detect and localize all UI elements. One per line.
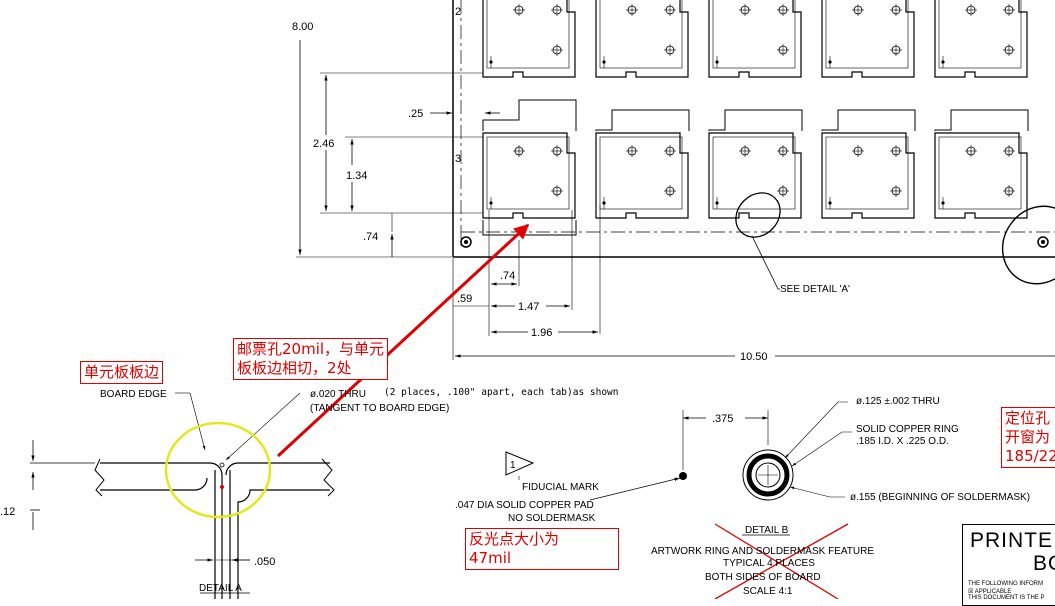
panel-outline [452, 0, 1055, 258]
dim-0-59: .59 [453, 293, 489, 307]
dim-2-46: 2.46 [313, 72, 483, 214]
fiducial-symbol: 1 [505, 410, 687, 501]
annotation-board-edge: 单元板板边 [80, 361, 164, 384]
title-block-small1: THE FOLLOWING INFORM [968, 581, 1043, 587]
dim-0-375-label: .375 [712, 413, 733, 425]
see-detail-a-label: SEE DETAIL 'A' [780, 284, 850, 295]
detail-b-thru: ø.125 ±.002 THRU [856, 396, 940, 407]
locating-hole-right [1001, 205, 1055, 285]
dim-0-12-label: .12 [0, 506, 15, 518]
annotation-arrow [276, 223, 530, 458]
detail-b-drawing [683, 401, 852, 599]
svg-text:1.96: 1.96 [531, 327, 552, 339]
dim-0-25: .25 [408, 108, 500, 120]
detail-b-soldermask: ø.155 (BEGINNING OF SOLDERMASK) [850, 492, 1030, 503]
dim-0-050-label: .050 [254, 556, 275, 568]
dim-8-00: 8.00 [292, 21, 452, 258]
svg-text:1.47: 1.47 [518, 301, 539, 313]
detail-b-note3: BOTH SIDES OF BOARD [705, 572, 821, 583]
dim-1-47: 1.47 [491, 210, 573, 313]
row-label-3: 3 [455, 153, 461, 165]
dim-10-50: 10.50 [452, 258, 1055, 363]
detail-b-ring2: .185 I.D. X .225 O.D. [856, 436, 949, 447]
detail-b-note2: TYPICAL 4 PLACES [723, 558, 815, 569]
thru-note-line2: (TANGENT TO BOARD EDGE) [310, 403, 449, 414]
title-block-small2: ☒ APPLICABLE [968, 589, 1012, 595]
highlight-circle [164, 421, 272, 519]
locating-hole-left [460, 236, 472, 248]
detail-b-title: DETAIL B [745, 525, 789, 536]
thru-note-line1b: (2 places, .100" apart, each tab)as show… [384, 387, 619, 398]
svg-text:10.50: 10.50 [740, 351, 768, 363]
svg-text:.74: .74 [363, 231, 378, 243]
svg-text:8.00: 8.00 [292, 21, 313, 33]
svg-text:.59: .59 [457, 293, 472, 305]
title-block: PRINTE BO THE FOLLOWING INFORM ☒ APPLICA… [962, 524, 1055, 606]
row-label-2: 2 [455, 6, 461, 18]
dim-1-96: 1.96 [491, 205, 601, 339]
svg-text:.74: .74 [500, 270, 515, 282]
dim-1-34: 1.34 [345, 136, 483, 211]
svg-text:2.46: 2.46 [313, 138, 334, 150]
board-edge-label: BOARD EDGE [100, 389, 167, 400]
fiducial-label: FIDUCIAL MARK [522, 482, 599, 493]
fiducial-pad-line1: .047 DIA SOLID COPPER PAD [455, 500, 594, 511]
annotation-fiducial-size: 反光点大小为 47mil [465, 528, 619, 570]
annotation-locating-hole: 定位孔 开窗为 185/22 [1001, 407, 1055, 468]
detail-a-drawing [30, 392, 335, 599]
detail-a-title: DETAIL A [199, 583, 242, 594]
detail-b-note1: ARTWORK RING AND SOLDERMASK FEATURE [651, 546, 874, 557]
dim-0-74-horizontal: .74 [488, 210, 520, 336]
fiducial-pad-line2: NO SOLDERMASK [508, 513, 596, 524]
svg-text:.25: .25 [408, 108, 423, 120]
svg-text:1.34: 1.34 [346, 170, 367, 182]
see-detail-leader [751, 235, 780, 290]
title-block-small3: THIS DOCUMENT IS THE P [968, 595, 1045, 601]
board-cells [482, 0, 1029, 236]
detail-b-ring1: SOLID COPPER RING [856, 424, 959, 435]
detail-a-callout [735, 192, 781, 238]
dim-0-74-vertical: .74 [363, 213, 394, 257]
annotation-stamp-hole: 邮票孔20mil，与单元 板板边相切，2处 [233, 338, 389, 380]
title-block-line1: PRINTE [970, 529, 1054, 552]
svg-text:1: 1 [510, 460, 516, 471]
thru-note-line1: ø.020 THRU [310, 389, 366, 400]
detail-b-note4: SCALE 4:1 [743, 586, 793, 597]
title-block-line2: BO [1033, 552, 1055, 575]
